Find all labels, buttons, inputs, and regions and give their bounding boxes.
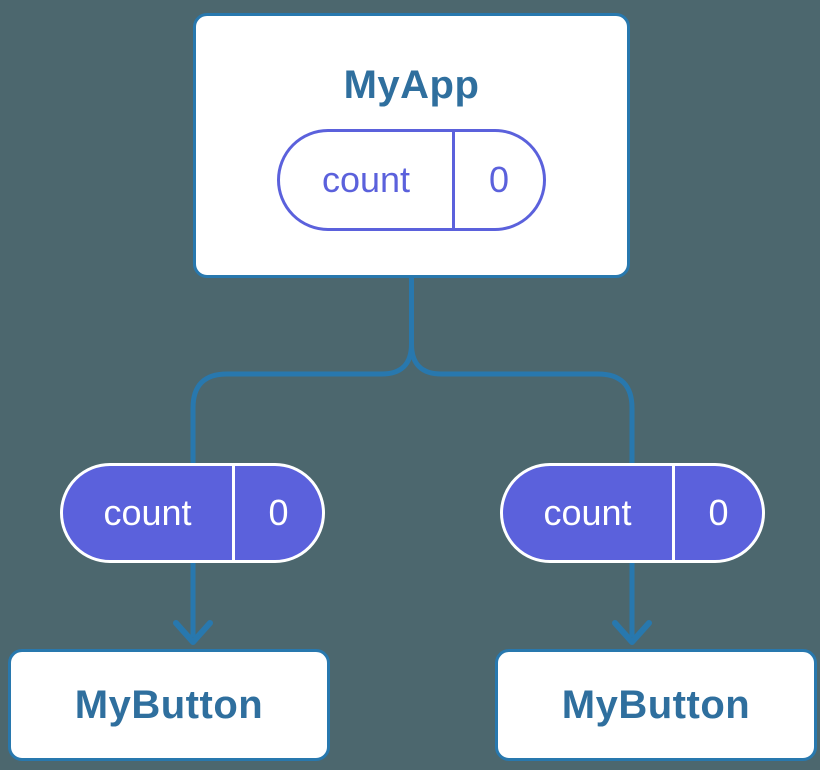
prop-pill-right: count 0 [500, 463, 765, 563]
root-state-pill: count 0 [277, 128, 546, 231]
child-node-title: MyButton [74, 683, 264, 727]
arrow-down-icon [173, 620, 213, 645]
child-node-title: MyButton [561, 683, 751, 727]
prop-pill-left: count 0 [60, 463, 325, 563]
root-node-card: MyApp count 0 [193, 13, 630, 278]
branch-left-line [190, 278, 414, 500]
prop-key-label: count [503, 466, 675, 560]
prop-key-label: count [63, 466, 235, 560]
branch-right-line [409, 278, 635, 500]
child-node-card-left: MyButton [8, 649, 330, 761]
prop-value-label: 0 [268, 492, 289, 533]
arrow-down-icon [612, 620, 652, 645]
root-node-title: MyApp [343, 62, 480, 107]
state-key-label: count [280, 131, 455, 228]
state-value-label: 0 [488, 158, 510, 200]
prop-value-label: 0 [708, 492, 729, 533]
child-node-card-right: MyButton [495, 649, 817, 761]
